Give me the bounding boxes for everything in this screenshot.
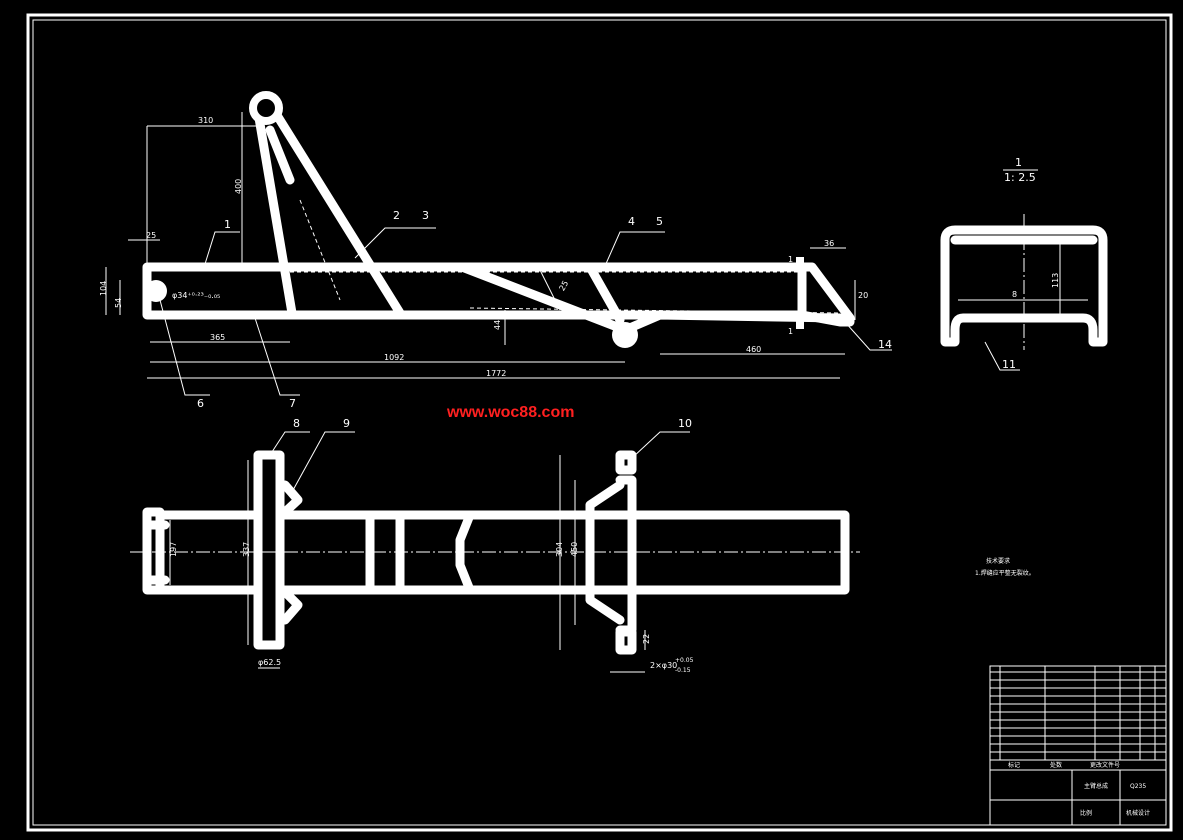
dim-22: 22 xyxy=(642,634,651,644)
dim-54: 54 xyxy=(114,298,123,308)
dim-25b: 25 xyxy=(557,279,570,292)
dim-44: 44 xyxy=(493,320,502,330)
mast-slot xyxy=(265,125,295,185)
dim-460: 460 xyxy=(746,345,761,354)
dim-1092: 1092 xyxy=(384,353,404,362)
section-scale: 1: 2.5 xyxy=(1004,171,1036,184)
balloon-2: 2 xyxy=(393,209,400,222)
title-block: 标记 处数 更改文件号 主臂总成 Q235 比例 机械设计 xyxy=(989,665,1167,826)
dim-1b: 1 xyxy=(788,327,793,336)
bolt-top xyxy=(796,257,804,271)
tb-drawing-name: 主臂总成 xyxy=(1084,782,1108,790)
parts-list xyxy=(990,666,1166,760)
tb-label-a: 标记 xyxy=(1008,761,1020,769)
bolt-bottom xyxy=(796,315,804,329)
dim-304: 304 xyxy=(555,542,564,557)
dim-365: 365 xyxy=(210,333,225,342)
link-pivot xyxy=(612,322,638,348)
balloon-4: 4 xyxy=(628,215,635,228)
watermark: www.woc88.com xyxy=(446,404,574,421)
balloon-14: 14 xyxy=(878,338,892,351)
tb-label-b: 处数 xyxy=(1050,761,1062,769)
tb-material: Q235 xyxy=(1130,783,1146,790)
section-view: 1 1: 2.5 8 113 11 xyxy=(940,156,1108,371)
balloon-1: 1 xyxy=(224,218,231,231)
lower-link xyxy=(457,262,845,335)
balloon-8: 8 xyxy=(293,417,300,430)
dim-1772: 1772 xyxy=(486,369,506,378)
gusset xyxy=(280,480,303,625)
dim-tol1: +0.05 xyxy=(675,657,694,664)
tb-company: 机械设计 xyxy=(1126,809,1150,817)
section-profile xyxy=(940,225,1108,347)
tb-label-c: 更改文件号 xyxy=(1090,761,1120,769)
left-pin xyxy=(145,280,167,302)
end-cap xyxy=(142,507,170,595)
balloon-11: 11 xyxy=(1002,358,1016,371)
dim-1a: 1 xyxy=(788,255,793,264)
flange-plate xyxy=(253,450,285,650)
balloon-6: 6 xyxy=(197,397,204,410)
bracket xyxy=(585,450,637,655)
dim-113: 113 xyxy=(1051,273,1060,288)
dim-25: 25 xyxy=(146,231,156,240)
balloon-7: 7 xyxy=(289,397,296,410)
balloon-9: 9 xyxy=(343,417,350,430)
notes-heading: 技术要求 xyxy=(986,557,1010,565)
dim-400: 400 xyxy=(234,179,243,194)
mast-pin xyxy=(249,91,283,125)
dim-tol2: -0.15 xyxy=(675,667,691,674)
dim-20: 20 xyxy=(858,291,868,300)
outer-border xyxy=(26,13,1173,832)
dim-hole: φ34⁺⁰·²³₋₀.₀₅ xyxy=(172,291,220,300)
dim-310: 310 xyxy=(198,116,213,125)
notes-line-1: 1.焊缝应平整无裂纹。 xyxy=(975,569,1035,577)
dim-450: 450 xyxy=(570,542,579,557)
section-label: 1 xyxy=(1015,156,1022,169)
dim-337: 337 xyxy=(242,542,251,557)
plan-body xyxy=(155,510,850,595)
dim-197: 197 xyxy=(169,542,178,557)
balloon-5: 5 xyxy=(656,215,663,228)
balloon-10: 10 xyxy=(678,417,692,430)
balloon-3: 3 xyxy=(422,209,429,222)
mast-arm xyxy=(253,99,405,318)
dim-8: 8 xyxy=(1012,290,1017,299)
tb-scale-label: 比例 xyxy=(1080,809,1092,817)
dim-36: 36 xyxy=(824,239,834,248)
dim-104: 104 xyxy=(99,281,108,296)
plan-view: 197 337 φ62.5 304 450 22 2×φ30 +0.05 -0.… xyxy=(130,417,860,674)
dim-phi62: φ62.5 xyxy=(258,658,281,667)
dim-holes: 2×φ30 xyxy=(650,661,677,670)
inner-border xyxy=(32,19,1167,826)
front-view: 310 400 25 104 54 φ34⁺⁰·²³₋₀.₀₅ 365 1092… xyxy=(99,91,892,410)
